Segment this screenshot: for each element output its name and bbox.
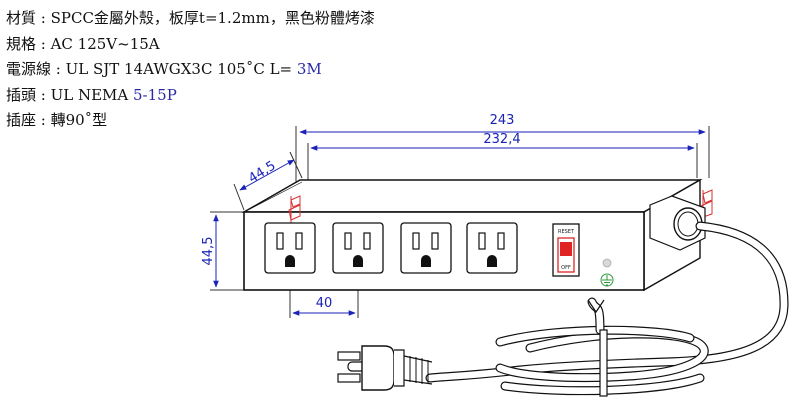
cable-tie-tab bbox=[587, 299, 605, 314]
dimension-243-label: 243 bbox=[490, 113, 515, 128]
cable-tie bbox=[599, 329, 608, 397]
plug-icon bbox=[337, 345, 433, 391]
spec-plug: 插頭 : UL NEMA 5-15P bbox=[6, 85, 177, 104]
outlet-2 bbox=[332, 222, 384, 274]
dimension-height-label: 44,5 bbox=[201, 237, 216, 266]
switch-off-label: OFF bbox=[561, 265, 571, 271]
cable-icon bbox=[425, 221, 789, 396]
mounting-bracket-left bbox=[288, 195, 301, 224]
spec-cable: 電源線 : UL SJT 14AWGX3C 105˚C L= 3M bbox=[6, 60, 322, 78]
dimension-height: 44,5 bbox=[201, 211, 244, 291]
outlet-3 bbox=[400, 222, 452, 274]
dimension-40-label: 40 bbox=[316, 296, 333, 311]
reset-switch: RESET OFF bbox=[552, 223, 580, 277]
cord-strain-relief bbox=[649, 195, 706, 251]
spec-rating: 規格 : AC 125V~15A bbox=[6, 34, 160, 53]
switch-reset-label: RESET bbox=[558, 229, 575, 235]
spec-list: 材質 : SPCC金屬外殼，板厚t=1.2mm，黑色粉體烤漆 規格 : AC 1… bbox=[6, 6, 375, 134]
indicator-light bbox=[602, 258, 612, 268]
spec-material: 材質 : SPCC金屬外殼，板厚t=1.2mm，黑色粉體烤漆 bbox=[6, 9, 375, 27]
dimension-232-label: 232,4 bbox=[483, 132, 520, 147]
dimension-overall-length: 243 bbox=[295, 113, 710, 186]
outlet-1 bbox=[264, 222, 316, 274]
dimension-outlet-pitch: 40 bbox=[289, 275, 359, 318]
spec-socket: 插座 : 轉90˚型 bbox=[6, 111, 108, 129]
dimension-body-length: 232,4 bbox=[307, 132, 698, 180]
ground-symbol-icon bbox=[600, 273, 614, 287]
outlet-4 bbox=[466, 222, 518, 274]
dimension-depth-label: 44,5 bbox=[246, 158, 279, 186]
